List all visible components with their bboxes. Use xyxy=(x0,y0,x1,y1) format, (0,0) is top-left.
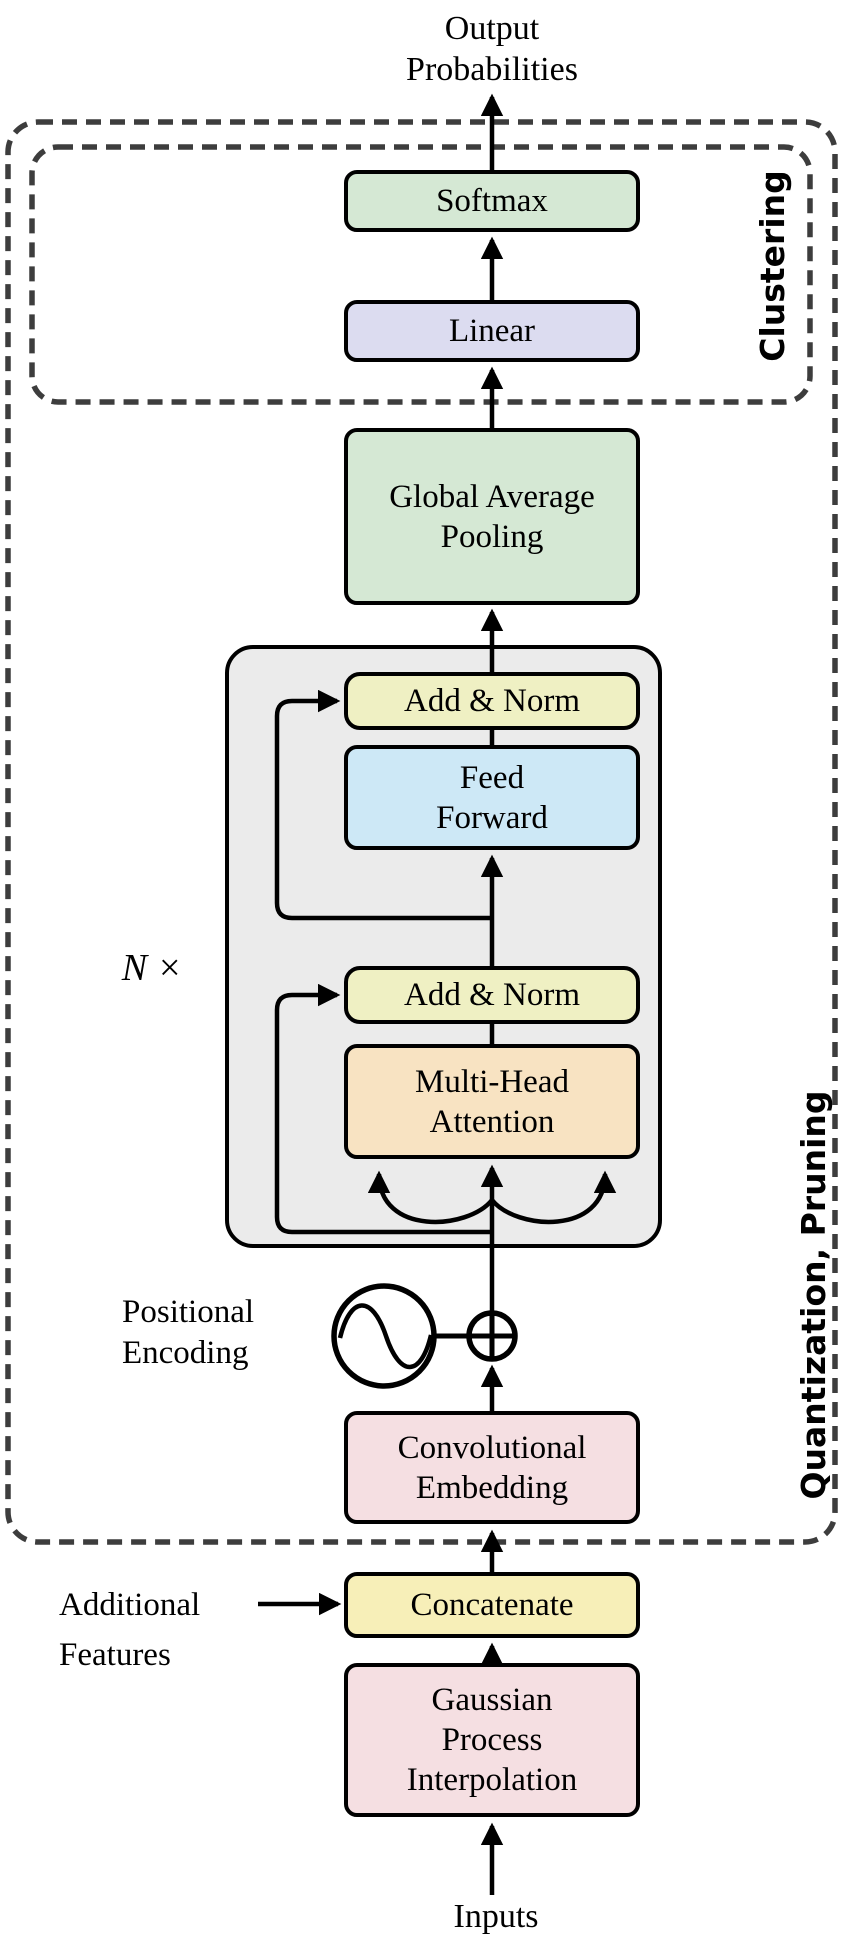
multi-head-attention-block: Multi-Head Attention xyxy=(344,1044,640,1159)
global-average-pooling-block: Global Average Pooling xyxy=(344,428,640,605)
gaussian-process-interpolation-block: Gaussian Process Interpolation xyxy=(344,1663,640,1817)
attention-query-branch-arrow xyxy=(367,1170,494,1225)
positional-encoding-label: Positional Encoding xyxy=(122,1294,255,1371)
quantization-pruning-region-border xyxy=(5,119,838,1545)
output-probabilities-label: Output Probabilities xyxy=(406,10,578,88)
convolutional-embedding-block: Convolutional Embedding xyxy=(344,1411,640,1524)
concatenate-block: Concatenate xyxy=(344,1572,640,1638)
n-times-label: N × xyxy=(121,947,183,989)
add-norm-top-block: Add & Norm xyxy=(344,672,640,730)
residual-connection-top xyxy=(274,689,492,921)
sine-wave-curve xyxy=(337,1303,434,1370)
inputs-label: Inputs xyxy=(453,1898,539,1935)
linear-block: Linear xyxy=(344,300,640,362)
additional-features-label: Additional Features xyxy=(59,1587,201,1673)
attention-value-branch-arrow xyxy=(490,1170,617,1225)
feed-forward-block: Feed Forward xyxy=(344,745,640,850)
clustering-region-label: Clustering xyxy=(753,170,792,362)
add-norm-bottom-block: Add & Norm xyxy=(344,966,640,1024)
quantization-pruning-region-label: Quantization, Pruning xyxy=(794,1090,833,1500)
residual-connection-bottom xyxy=(274,983,492,1235)
softmax-block: Softmax xyxy=(344,170,640,232)
clustering-region-border xyxy=(29,144,813,405)
